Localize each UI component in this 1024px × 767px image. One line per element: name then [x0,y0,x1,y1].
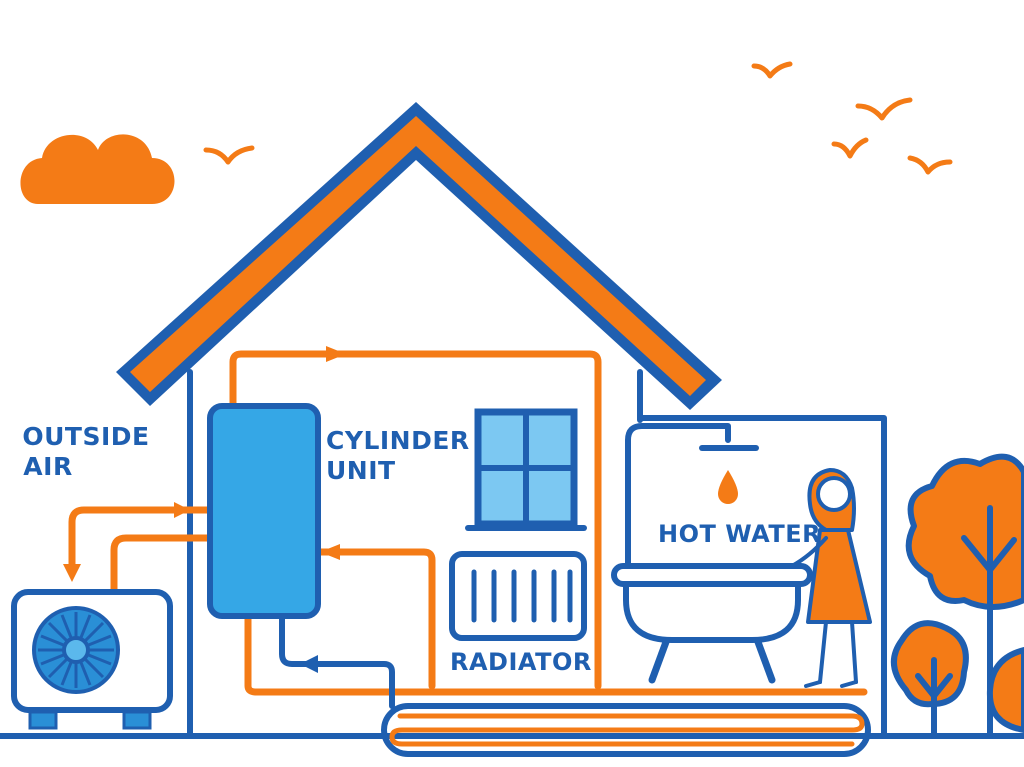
radiator[interactable] [449,551,587,641]
cylinder-outlet-pipe [279,615,395,709]
house-walls [0,369,1024,739]
bathtub[interactable] [611,563,813,684]
cloud-icon [20,134,175,204]
cylinder-unit[interactable] [207,403,321,619]
label-radiator: RADIATOR [450,648,592,676]
tree-icon [891,453,1024,739]
label-outside-air-line1: OUTSIDE [22,422,150,451]
person-icon [790,468,872,688]
flow-arrows [63,346,346,582]
label-cylinder-unit-line2: UNIT [326,456,396,485]
return-arrow [300,655,318,673]
bathroom-wall [640,415,887,736]
house-roof [116,102,722,410]
window [465,408,587,531]
shower [625,423,759,571]
label-cylinder-unit-line1: CYLINDER [326,426,470,455]
heating-pipes [68,350,868,696]
label-outside-air: OUTSIDE AIR [16,422,156,482]
fan-icon [32,606,120,694]
underfloor-coil [381,703,871,757]
label-cylinder-unit: CYLINDER UNIT [326,426,470,486]
bird-icon [203,61,953,175]
water-drop-icon [718,470,738,504]
label-outside-air-line2: AIR [23,452,73,481]
label-hot-water: HOT WATER [658,520,822,548]
